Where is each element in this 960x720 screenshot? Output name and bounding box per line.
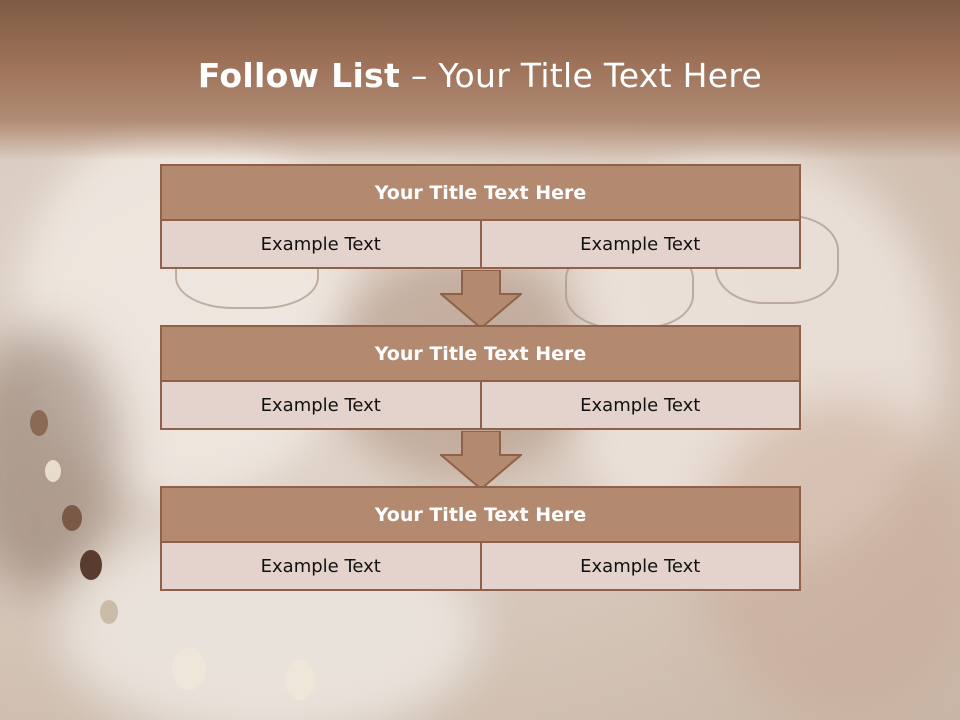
group-cell-left[interactable]: Example Text bbox=[160, 543, 482, 591]
group-cell-left[interactable]: Example Text bbox=[160, 382, 482, 430]
list-group-2: Your Title Text Here Example Text Exampl… bbox=[160, 325, 801, 430]
group-cell-right[interactable]: Example Text bbox=[481, 543, 801, 591]
group-row: Example Text Example Text bbox=[160, 543, 801, 591]
slide-title-bold: Follow List bbox=[197, 56, 401, 95]
group-row: Example Text Example Text bbox=[160, 382, 801, 430]
group-title[interactable]: Your Title Text Here bbox=[160, 486, 801, 543]
list-group-1: Your Title Text Here Example Text Exampl… bbox=[160, 164, 801, 269]
list-group-3: Your Title Text Here Example Text Exampl… bbox=[160, 486, 801, 591]
down-arrow-icon bbox=[440, 431, 522, 491]
group-cell-left[interactable]: Example Text bbox=[160, 221, 482, 269]
down-arrow-icon bbox=[440, 270, 522, 330]
title-band bbox=[0, 0, 960, 160]
slide-title-rest: – Your Title Text Here bbox=[400, 56, 763, 95]
group-title[interactable]: Your Title Text Here bbox=[160, 164, 801, 221]
group-title[interactable]: Your Title Text Here bbox=[160, 325, 801, 382]
group-cell-right[interactable]: Example Text bbox=[481, 382, 801, 430]
slide-title: Follow List – Your Title Text Here bbox=[0, 56, 960, 95]
group-row: Example Text Example Text bbox=[160, 221, 801, 269]
group-cell-right[interactable]: Example Text bbox=[481, 221, 801, 269]
